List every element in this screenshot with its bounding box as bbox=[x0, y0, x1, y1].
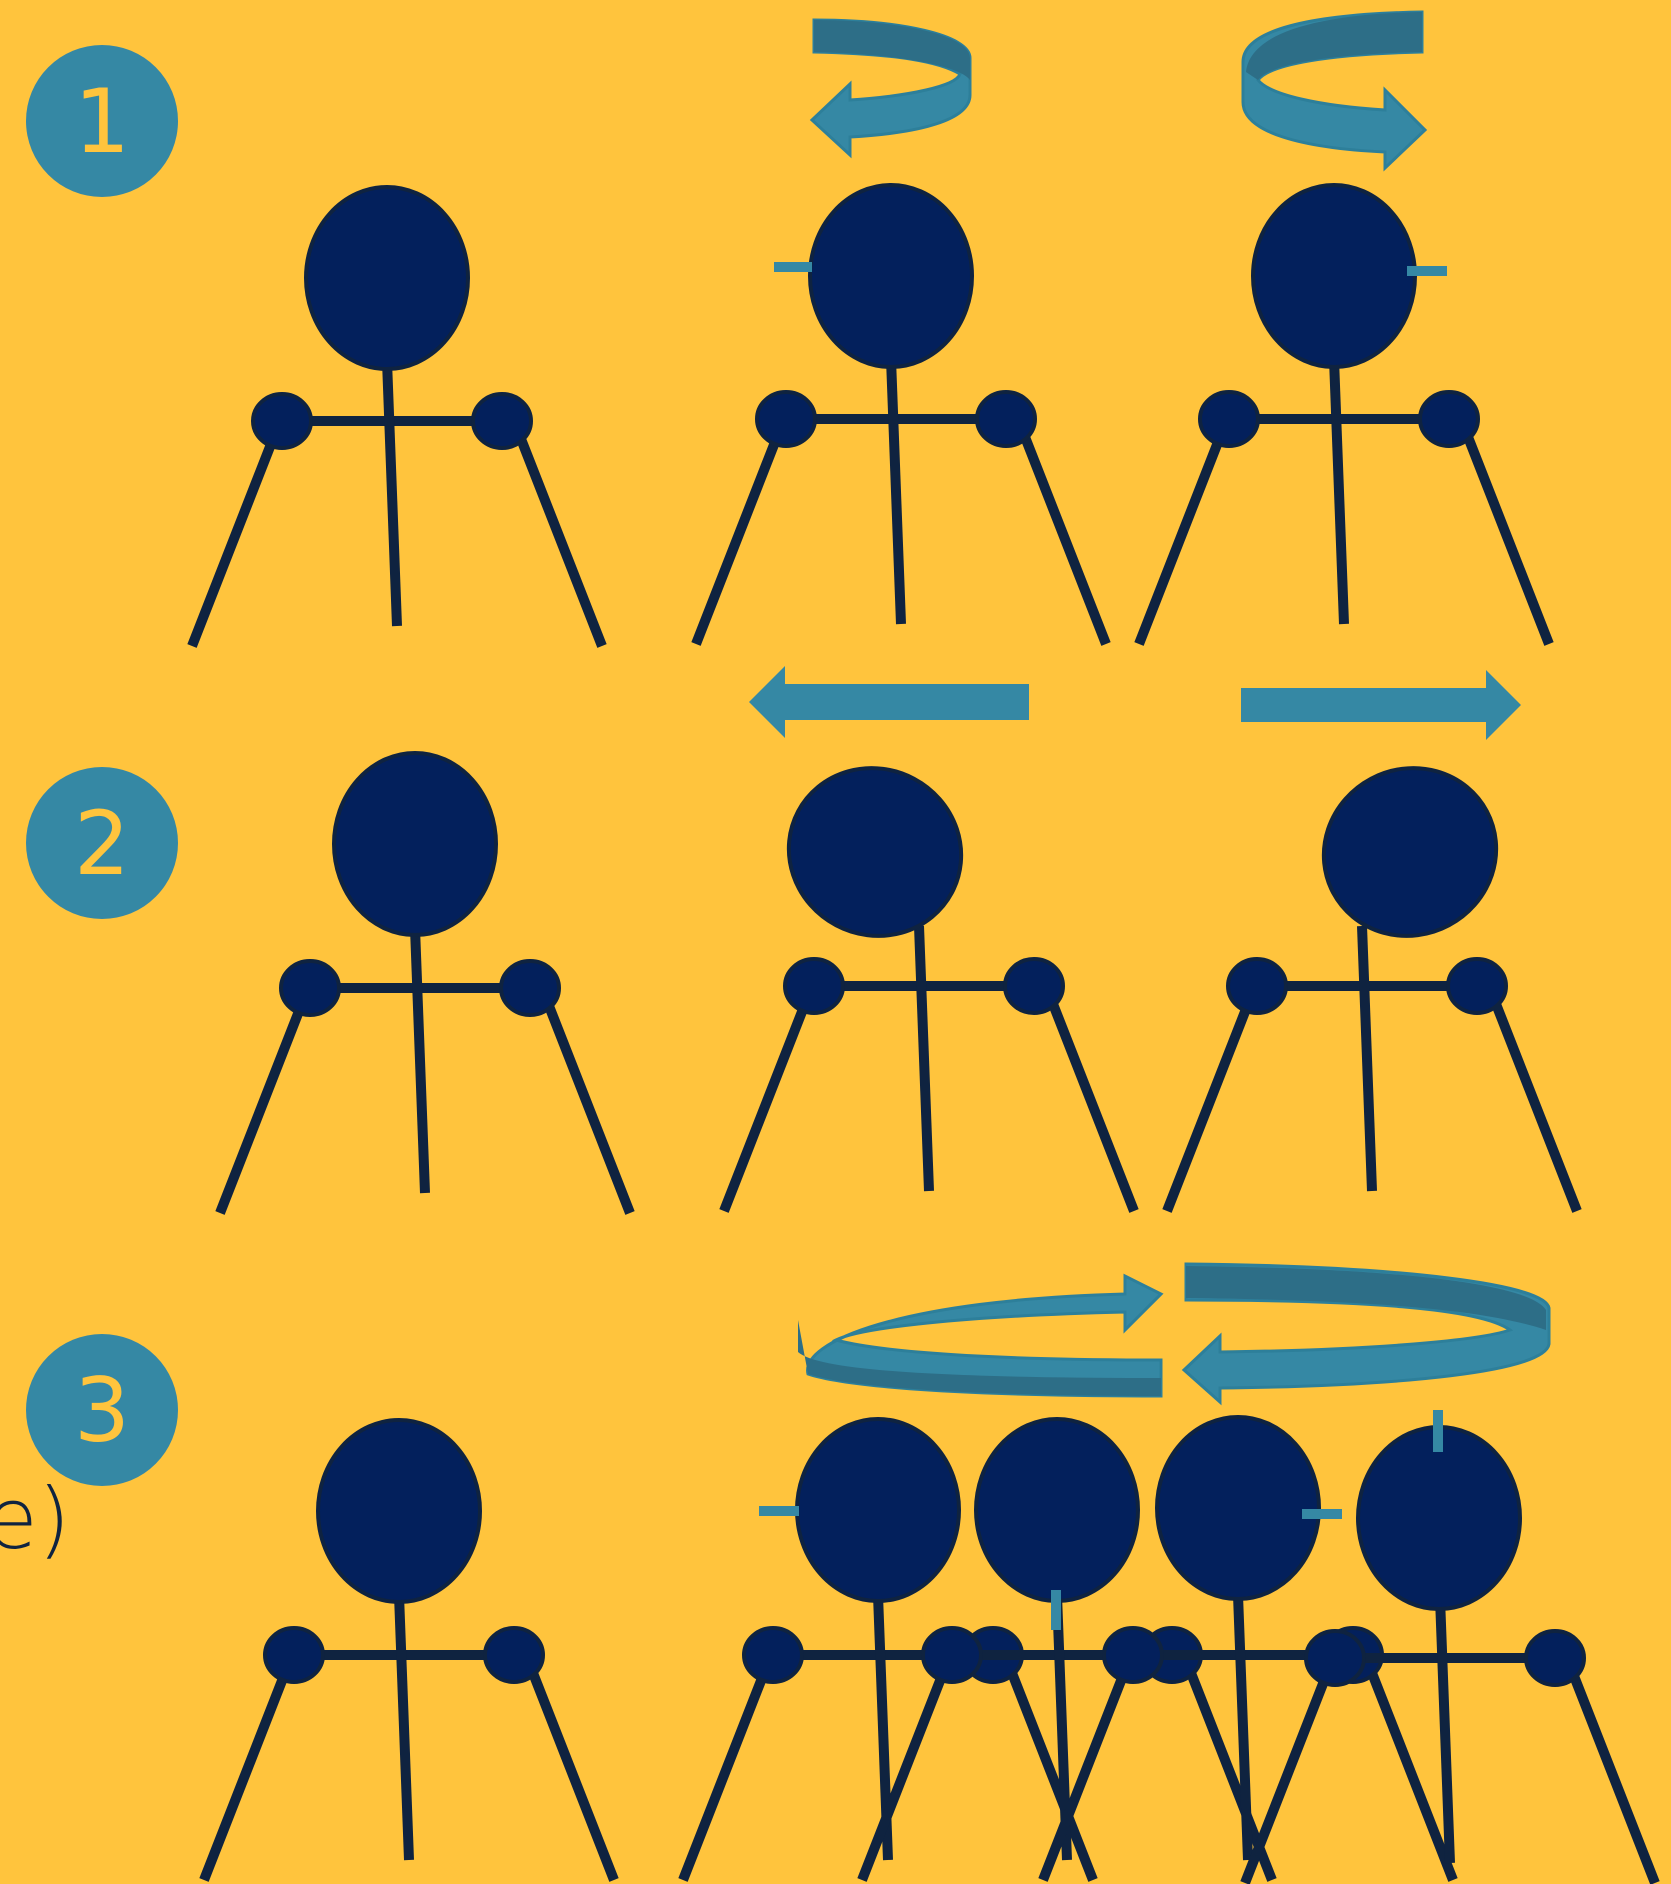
figure-row2-c bbox=[1167, 738, 1577, 1211]
circle-rotation-arrow-icon bbox=[798, 1264, 1549, 1402]
right-arrow-icon bbox=[1241, 670, 1521, 740]
step-number-2: 2 bbox=[74, 792, 130, 895]
figure-row2-a bbox=[220, 753, 630, 1213]
marker-dash bbox=[759, 1506, 799, 1516]
rotate-ccw-arrow-icon bbox=[812, 20, 970, 155]
marker-dash bbox=[1051, 1590, 1061, 1630]
step-badge-3: 3 bbox=[26, 1334, 178, 1486]
figure-row2-b bbox=[724, 738, 1134, 1211]
figure-row1-b bbox=[696, 185, 1106, 644]
step-badge-1: 1 bbox=[26, 45, 178, 197]
left-arrow-icon bbox=[749, 666, 1029, 738]
marker-dash bbox=[1407, 266, 1447, 276]
edge-text: e) bbox=[0, 1470, 70, 1568]
figure-row1-a bbox=[192, 187, 602, 646]
figure-row1-c bbox=[1139, 185, 1549, 644]
rotate-cw-arrow-icon bbox=[1243, 12, 1425, 168]
step-badge-2: 2 bbox=[26, 767, 178, 919]
figure-row3-a bbox=[204, 1420, 614, 1880]
marker-dash bbox=[774, 262, 812, 272]
marker-dash bbox=[1433, 1410, 1443, 1452]
marker-dash bbox=[1302, 1509, 1342, 1519]
step-number-3: 3 bbox=[74, 1359, 130, 1462]
step-number-1: 1 bbox=[74, 70, 130, 173]
